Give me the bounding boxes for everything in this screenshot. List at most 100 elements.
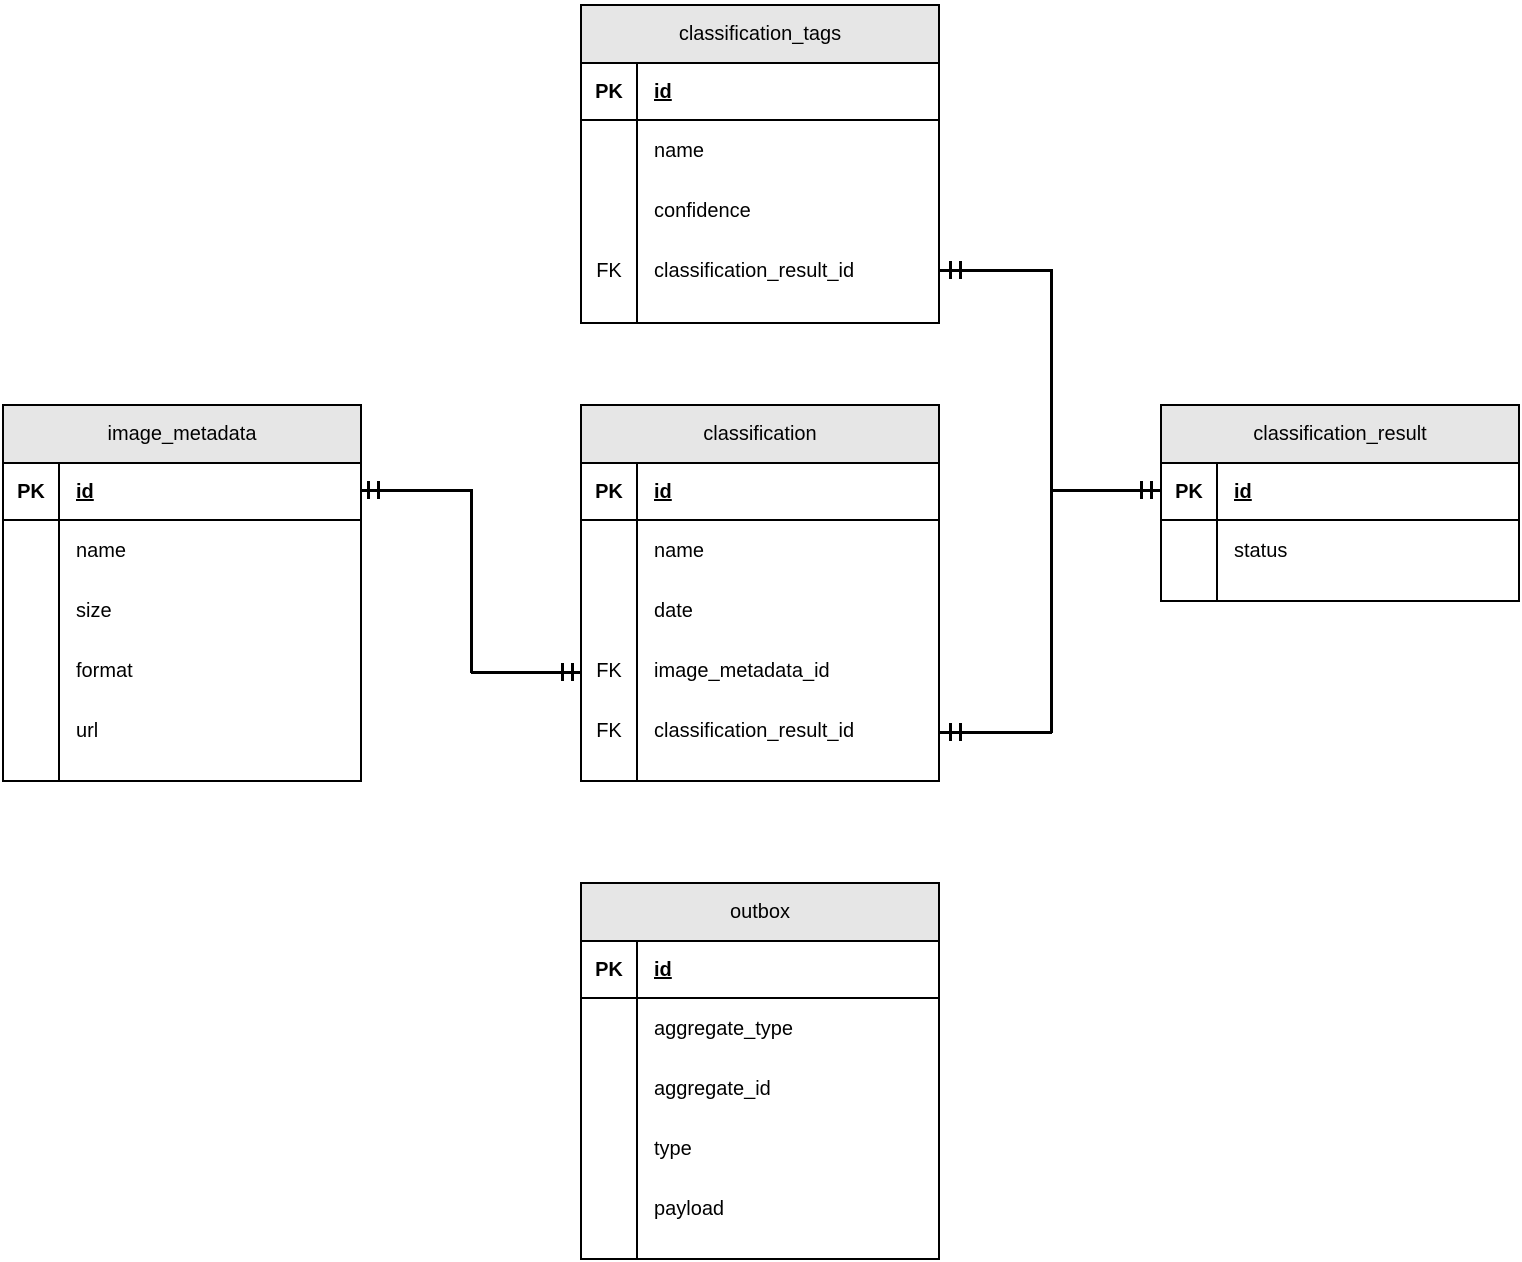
entity-title: outbox <box>729 901 791 923</box>
row-key-label: PK <box>595 959 623 981</box>
row-key-label <box>4 539 58 563</box>
row-attribute-label: aggregate_type <box>654 1018 794 1040</box>
rel-classification-result-h <box>940 731 1052 734</box>
row-key-label <box>582 1197 636 1221</box>
row-attribute-label: name <box>654 140 705 162</box>
entity-header-classification: classification <box>582 406 938 464</box>
row-attribute-label: id <box>1234 481 1252 503</box>
rel-tags-source-marker-tick-2 <box>959 261 962 279</box>
row-attribute-label: aggregate_id <box>654 1078 771 1100</box>
rel-result-target-marker-tick-1 <box>1140 481 1143 499</box>
pk-section: PK id <box>582 64 938 121</box>
key-column: FK FK <box>582 521 638 780</box>
rel-image-metadata-target-marker-tick-2 <box>571 663 574 681</box>
key-column: FK <box>582 121 638 322</box>
row-key-label <box>582 539 636 563</box>
rel-classification-source-marker-tick-2 <box>959 723 962 741</box>
key-column: PK <box>582 64 638 119</box>
row-key-label <box>582 599 636 623</box>
entity-title: classification <box>703 423 817 445</box>
attribute-column: id <box>638 64 938 119</box>
key-column: PK <box>1162 464 1218 519</box>
row-key-label: PK <box>595 81 623 103</box>
pk-section: PK id <box>1162 464 1518 521</box>
row-attribute-label: id <box>654 481 672 503</box>
row-attribute-label: payload <box>654 1198 725 1220</box>
key-column: PK <box>4 464 60 519</box>
rel-image-metadata-classification-h2 <box>471 671 581 674</box>
row-attribute-label: name <box>654 540 705 562</box>
row-key-label <box>4 599 58 623</box>
row-key-label: PK <box>1175 481 1203 503</box>
row-key-label <box>4 719 58 743</box>
entity-title: image_metadata <box>107 423 257 445</box>
row-key-label: FK <box>596 260 622 282</box>
entity-header-classification_tags: classification_tags <box>582 6 938 64</box>
rel-image-metadata-source-marker-tick-1 <box>367 481 370 499</box>
row-key-label <box>1162 539 1216 563</box>
rel-image-metadata-source-marker-tick-2 <box>377 481 380 499</box>
row-attribute-label: size <box>76 600 112 622</box>
row-key-label <box>4 659 58 683</box>
rel-result-trunk-v <box>1050 269 1053 733</box>
row-attribute-label: url <box>76 720 99 742</box>
row-attribute-label: id <box>76 481 94 503</box>
row-key-label <box>582 139 636 163</box>
row-attribute-label: confidence <box>654 200 751 222</box>
row-attribute-label: format <box>76 660 133 682</box>
rel-result-target-marker-tick-2 <box>1150 481 1153 499</box>
rel-image-metadata-classification-v <box>470 489 473 673</box>
key-column <box>4 521 60 780</box>
attribute-column: id <box>638 942 938 997</box>
row-attribute-label: image_metadata_id <box>654 660 830 682</box>
attribute-column: id <box>60 464 360 519</box>
rel-tags-result-h <box>940 269 1052 272</box>
attribute-column: name size format url <box>60 521 360 780</box>
row-key-label: FK <box>596 660 622 682</box>
entity-title: classification_tags <box>678 23 842 45</box>
key-column: PK <box>582 464 638 519</box>
rel-image-metadata-classification-h1 <box>362 489 472 492</box>
pk-section: PK id <box>582 942 938 999</box>
pk-section: PK id <box>582 464 938 521</box>
row-key-label <box>582 1137 636 1161</box>
attributes-section: name size format url <box>4 521 360 780</box>
rel-trunk-to-result-h <box>1051 489 1161 492</box>
entity-title: classification_result <box>1253 423 1427 445</box>
row-attribute-label: type <box>654 1138 692 1160</box>
row-key-label: PK <box>17 481 45 503</box>
key-column: PK <box>582 942 638 997</box>
attribute-column: id <box>638 464 938 519</box>
rel-classification-source-marker-tick-1 <box>949 723 952 741</box>
rel-tags-source-marker-tick-1 <box>949 261 952 279</box>
key-column <box>582 999 638 1258</box>
row-key-label <box>582 199 636 223</box>
rel-image-metadata-target-marker-tick-1 <box>561 663 564 681</box>
row-attribute-label: id <box>654 81 672 103</box>
entity-header-image_metadata: image_metadata <box>4 406 360 464</box>
row-attribute-label: id <box>654 959 672 981</box>
row-attribute-label: date <box>654 600 693 622</box>
row-attribute-label: name <box>76 540 127 562</box>
attribute-column: name date image_metadata_id classification_… <box>638 521 938 780</box>
row-key-label: PK <box>595 481 623 503</box>
row-attribute-label: classification_result_id <box>654 720 855 742</box>
entity-header-outbox: outbox <box>582 884 938 942</box>
entity-header-classification_result: classification_result <box>1162 406 1518 464</box>
attribute-column: status <box>1218 521 1518 600</box>
attributes-section: FK FK name date image_metadata_id classificat… <box>582 521 938 780</box>
row-attribute-label: status <box>1234 540 1288 562</box>
row-key-label: FK <box>596 720 622 742</box>
row-key-label <box>582 1077 636 1101</box>
row-key-label <box>582 1017 636 1041</box>
